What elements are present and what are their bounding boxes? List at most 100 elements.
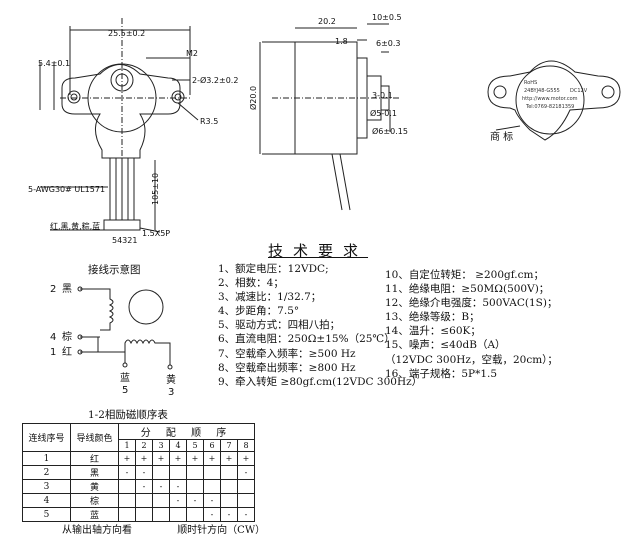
pin-1-num: 1 (50, 347, 56, 358)
step-header: 7 (220, 439, 238, 452)
step-mark: + (118, 451, 136, 466)
dim-10-label: 10±0.5 (372, 13, 402, 22)
dim-tab-label: 5.4±0.1 (38, 59, 70, 68)
step-mark: - (152, 479, 170, 494)
step-mark (186, 479, 204, 494)
step-mark: - (169, 479, 187, 494)
step-mark: - (237, 465, 255, 480)
step-mark (118, 479, 136, 494)
col-order-header: 分 配 顺 序 (118, 423, 255, 440)
spec-item: 13、绝缘等级：B； (385, 311, 480, 324)
dim-3-label: 3-0.1 (372, 91, 393, 100)
nameplate-rohs: RoHS (524, 80, 537, 86)
spec-item: 14、温升：≤60K； (385, 325, 481, 338)
spec-item: （12VDC 300Hz，空载，20cm）； (385, 353, 558, 366)
step-mark: + (237, 451, 255, 466)
col-conn-header: 连线序号 (22, 423, 71, 452)
nameplate-model: 24BYJ48-G555 (524, 88, 560, 94)
step-mark (186, 507, 204, 522)
step-header: 1 (118, 439, 136, 452)
pin-2-color: 黑 (62, 283, 72, 295)
lead-length-label: 105±10 (151, 173, 160, 205)
table-row: 5 蓝 - - - (22, 507, 255, 522)
table-row: 4 棕 - - - (22, 493, 255, 508)
step-mark (152, 465, 170, 480)
pin-5-num: 5 (122, 385, 128, 396)
spec-item: 10、自定位转矩： ≥200gf.cm； (385, 269, 544, 281)
sequence-table: 连线序号 导线颜色 分 配 顺 序 1 2 3 4 5 6 7 8 1 红 + … (22, 423, 255, 522)
dim-depth-label: 20.2 (318, 17, 336, 26)
dim-r-label: R3.5 (200, 117, 218, 126)
step-header: 8 (237, 439, 255, 452)
spec-item: 1、额定电压：12VDC; (218, 263, 329, 275)
step-mark (237, 493, 255, 508)
step-mark: - (203, 507, 221, 522)
spec-item: 8、空载牵出频率：≥800 Hz (218, 361, 356, 374)
pin-4-num: 4 (50, 332, 56, 343)
spec-list-left: 1、额定电压：12VDC; 2、相数：4； 3、减速比：1/32.7； 4、步距… (218, 262, 422, 389)
step-header: 5 (186, 439, 204, 452)
step-mark: + (152, 451, 170, 466)
connector-label: 1.5X5P (142, 229, 170, 238)
step-mark: - (135, 465, 153, 480)
dim-dia20-label: Ø20.0 (248, 86, 258, 110)
step-mark (203, 479, 221, 494)
step-mark (169, 465, 187, 480)
step-mark (135, 493, 153, 508)
front-view (39, 18, 199, 233)
pin-1-color: 红 (62, 345, 72, 358)
spec-item: 15、噪声：≤40dB（A） (385, 339, 506, 352)
step-mark: - (186, 493, 204, 508)
dim-18-label: 1.8 (335, 37, 348, 46)
step-mark (220, 479, 238, 494)
spec-item: 9、牵入转矩 ≥80gf.cm(12VDC 300Hz） (218, 375, 423, 388)
dim-width-label: 25.5±0.2 (108, 29, 145, 38)
row-color: 棕 (70, 493, 119, 508)
spec-item: 11、绝缘电阻：≥50MΩ(500V)； (385, 283, 550, 296)
wiring-diagram: 2 黑 4 棕 1 红 蓝 5 黄 3 (50, 283, 176, 398)
table-row: 3 黄 - - - (22, 479, 255, 494)
step-mark (135, 507, 153, 522)
row-no: 3 (22, 479, 71, 494)
step-mark (203, 465, 221, 480)
rotation-note: 从输出轴方向看 顺时针方向（CW） (62, 521, 265, 536)
row-color: 黄 (70, 479, 119, 494)
step-header: 6 (203, 439, 221, 452)
row-no: 1 (22, 451, 71, 466)
spec-list-right: 10、自定位转矩： ≥200gf.cm； 11、绝缘电阻：≥50MΩ(500V)… (385, 268, 558, 381)
cable-spec-label: 5-AWG30# UL1571 (28, 185, 105, 194)
row-color: 红 (70, 451, 119, 466)
step-mark: - (169, 493, 187, 508)
step-mark (220, 493, 238, 508)
step-mark: + (203, 451, 221, 466)
pin-3-color: 黄 (166, 373, 176, 386)
trademark-label: 商 标 (490, 130, 513, 143)
table-row: 1 红 + + + + + + + + (22, 451, 255, 466)
step-header: 3 (152, 439, 170, 452)
dim-m2-label: M2 (186, 49, 198, 58)
side-view (259, 23, 400, 211)
table-row: 2 黑 - - - (22, 465, 255, 480)
pin-3-num: 3 (168, 387, 174, 398)
step-mark: + (135, 451, 153, 466)
spec-item: 2、相数：4； (218, 277, 284, 290)
step-mark (152, 493, 170, 508)
step-mark (220, 465, 238, 480)
dim-5-label: Ø5-0.1 (370, 108, 397, 118)
step-mark: - (203, 493, 221, 508)
row-no: 2 (22, 465, 71, 480)
spec-title: 技术要求 (268, 242, 369, 260)
wiring-title: 接线示意图 (88, 264, 141, 276)
dim-6-label: 6±0.3 (376, 39, 401, 48)
nameplate-tel: Tel:0769-82181359 (525, 104, 574, 110)
step-mark: + (220, 451, 238, 466)
dim-6dia-label: Ø6±0.15 (372, 126, 408, 136)
step-header: 2 (135, 439, 153, 452)
step-mark: - (237, 507, 255, 522)
spec-item: 3、减速比：1/32.7； (218, 291, 322, 304)
pin-numbers-label: 54321 (112, 236, 137, 245)
step-mark (118, 493, 136, 508)
step-mark: + (169, 451, 187, 466)
nameplate-url: http://www.motor.com (522, 96, 578, 102)
perspective-view (487, 60, 621, 141)
